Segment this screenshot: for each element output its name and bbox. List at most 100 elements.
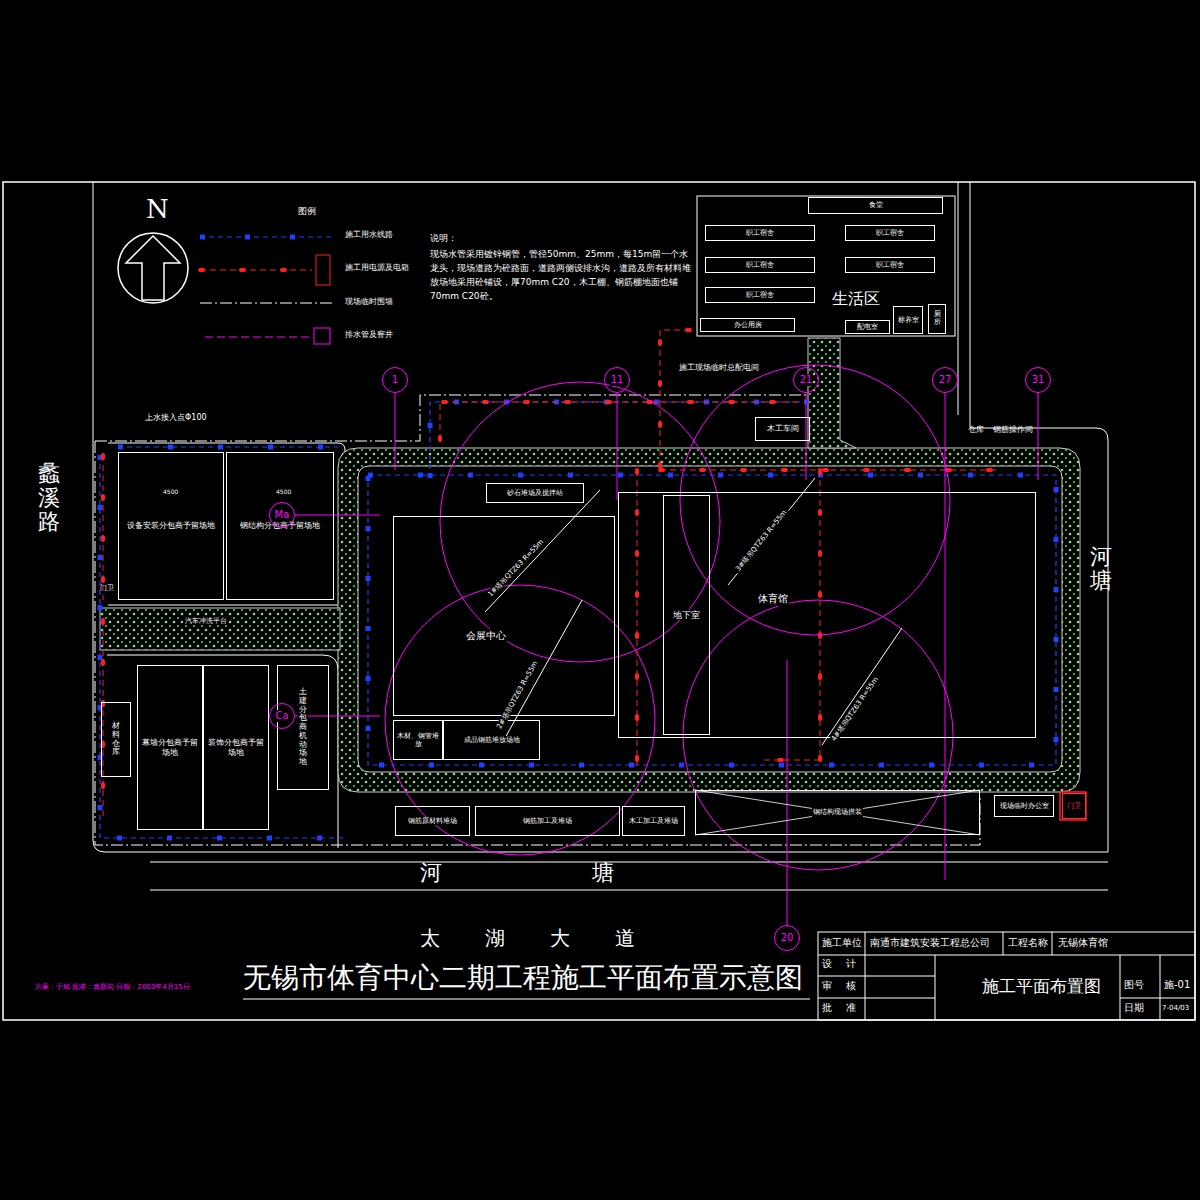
road-name: 蠡溪路 <box>38 462 60 535</box>
box-label: 职工宿舍 <box>875 229 905 237</box>
box-label: 设备安装分包商予留场地 <box>126 521 216 531</box>
yard-box: 成品钢筋堆放场地 <box>443 720 540 760</box>
author-line: 方案：于斌 批准：袁新岗 日期：2003年4月15日 <box>35 983 190 991</box>
site-boundaries <box>93 182 1108 890</box>
office-box: 办公用房 <box>700 318 795 332</box>
box-label: 钢结构现场拼装 <box>812 808 863 816</box>
store-box: 材料仓库 <box>101 702 131 777</box>
power-room-label: 施工现场临时总配电间 <box>677 363 761 373</box>
road-name: 太湖大道 <box>420 926 680 950</box>
box-label: 会展中心 <box>465 629 507 643</box>
basement-outline: 地下室 <box>663 495 710 735</box>
box-label: 职工宿舍 <box>745 229 775 237</box>
box-label: 装饰分包商予留场地 <box>205 738 267 757</box>
box-label: 11 <box>610 374 625 386</box>
water-lines <box>100 402 1056 838</box>
table-cell: 图号 <box>1124 979 1144 991</box>
box-label: 1 <box>391 374 399 386</box>
box-label: 31 <box>1031 374 1046 386</box>
assembly-yard: 钢结构现场拼装 <box>695 790 980 835</box>
table-cell: 设计 <box>822 958 870 970</box>
axis-bubble: Ma <box>269 502 295 528</box>
box-label: 木材、钢管堆放 <box>395 732 441 749</box>
crane-label: 2#塔吊QTZ63 R=55m <box>494 658 540 732</box>
legend-text: 现场临时围墙 <box>345 297 393 307</box>
roads <box>100 338 1080 792</box>
store-label: 仓库 <box>968 425 984 435</box>
living-area: 生活区食堂职工宿舍职工宿舍职工宿舍职工宿舍职工宿舍办公用房配电室标养室厕所 <box>697 196 955 336</box>
box-label: 现场临时办公室 <box>999 802 1050 810</box>
drawing-frame <box>3 182 1195 1020</box>
building-outline: 会展中心 <box>393 516 615 716</box>
axis-bubble: Ca <box>269 703 295 729</box>
note-heading: 说明： <box>430 233 457 244</box>
building-outline: 体育馆地下室 <box>618 492 1036 738</box>
box-label: 砂石堆场及搅拌站 <box>506 489 564 497</box>
reserved-area: 幕墙分包商予留场地 <box>137 665 203 830</box>
box-label: 办公用房 <box>733 321 763 329</box>
box-label: 幕墙分包商予留场地 <box>139 738 201 757</box>
crane-label: 4#塔吊QTZ63 R=55m <box>829 674 882 745</box>
box-label: 生活区 <box>831 289 881 310</box>
crane-label: 3#塔吊QTZ63 R=55m <box>733 507 790 575</box>
gatehouse-box: 门卫 <box>1062 793 1086 819</box>
workshop-label: 钢筋操作间 <box>993 425 1033 435</box>
legend-heading: 图例 <box>298 206 316 217</box>
box-label: 20 <box>780 932 795 944</box>
dorm-box: 职工宿舍 <box>705 287 815 303</box>
curing-room-box: 标养室 <box>893 306 923 334</box>
box-label: Ca <box>274 710 289 722</box>
table-cell: 批准 <box>822 1002 870 1014</box>
north-mark: N <box>146 194 169 225</box>
river-name: 河塘 <box>420 860 764 886</box>
axis-bubble: 11 <box>604 367 630 393</box>
crane-label: 1#塔吊QTZ63 R=55m <box>485 536 547 600</box>
workshop-box: 木工车间 <box>755 417 810 441</box>
power-lines <box>103 330 1086 820</box>
dorm-box: 职工宿舍 <box>845 225 935 241</box>
box-label: 体育馆 <box>757 592 789 606</box>
reserved-area: 钢结构分包商予留场地 <box>226 452 334 600</box>
box-label: 职工宿舍 <box>745 261 775 269</box>
wash-label: 汽车冲洗平台 <box>183 617 229 625</box>
axis-bubble: 31 <box>1025 367 1051 393</box>
water-inlet-label: 上水接入点Φ100 <box>145 413 207 423</box>
box-label: 食堂 <box>868 201 884 209</box>
table-cell: 施工平面布置图 <box>982 976 1101 996</box>
axis-bubble: 1 <box>382 367 408 393</box>
dimension: 4500 <box>163 488 178 495</box>
crane-radius <box>385 365 953 870</box>
assembly-cross <box>695 790 980 835</box>
note-text: 现场水管采用镀锌钢管，管径50mm、25mm，每15m留一个水龙头，现场道路为砼… <box>430 247 692 303</box>
box-label: 木工车间 <box>766 424 800 434</box>
box-label: 21 <box>799 374 814 386</box>
box-label: 职工宿舍 <box>745 291 775 299</box>
dorm-box: 职工宿舍 <box>705 225 815 241</box>
dorm-box: 职工宿舍 <box>845 257 935 273</box>
legend-samples <box>200 237 335 344</box>
box-label: Ma <box>274 509 291 521</box>
site-office-box: 现场临时办公室 <box>994 795 1054 817</box>
yard-box: 砂石堆场及搅拌站 <box>486 483 584 503</box>
table-cell: 工程名称 <box>1008 937 1048 949</box>
axis-bubble: 21 <box>793 367 819 393</box>
table-cell: 施工单位 <box>822 937 862 949</box>
power-room-box: 配电室 <box>845 320 890 334</box>
gate-label: 门卫 <box>100 584 114 592</box>
box-label: 成品钢筋堆放场地 <box>463 736 521 744</box>
canteen-box: 食堂 <box>808 197 943 214</box>
toilet-box: 厕所 <box>928 304 946 334</box>
crane-booms <box>485 478 902 745</box>
yard-box: 钢筋加工及堆场 <box>475 806 620 836</box>
title-block <box>243 932 1195 1020</box>
box-label: 土建分包商机动场地 <box>298 688 308 767</box>
box-label: 木工加工及堆场 <box>628 817 679 825</box>
drawing-title: 无锡市体育中心二期工程施工平面布置示意图 <box>243 962 803 994</box>
legend-text: 排水管及窨井 <box>345 330 393 340</box>
reserved-area: 装饰分包商予留场地 <box>203 665 269 830</box>
box-label: 地下室 <box>672 610 701 621</box>
table-cell: 无锡体育馆 <box>1058 937 1108 949</box>
yard-box: 钢筋原材料堆场 <box>395 806 470 836</box>
